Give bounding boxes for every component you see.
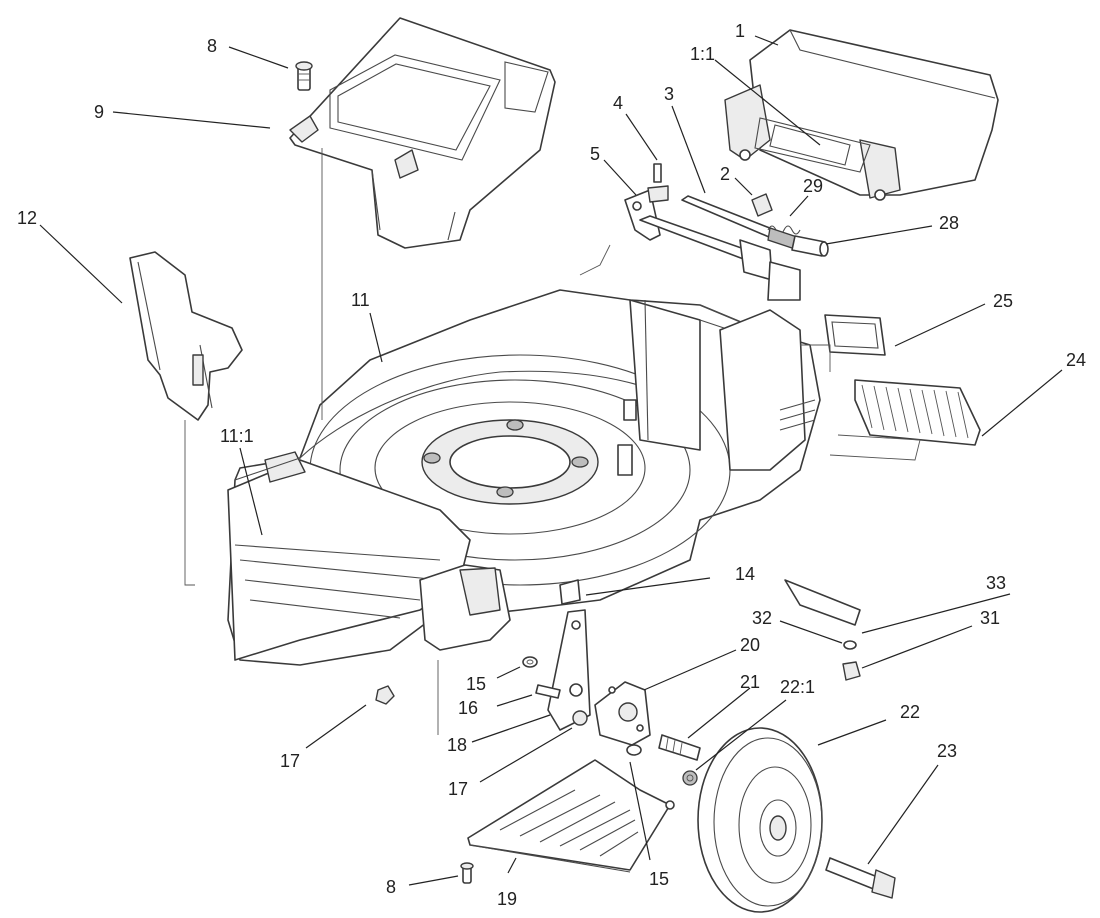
callout-15-lower: 15 bbox=[649, 869, 669, 889]
part-32-washer bbox=[843, 640, 857, 650]
part-8-bolt-top bbox=[295, 61, 313, 91]
callout-14: 14 bbox=[735, 564, 755, 584]
callout-1-1: 1:1 bbox=[690, 44, 715, 64]
callout-28: 28 bbox=[939, 213, 959, 233]
part-8-bolt-bottom bbox=[460, 862, 474, 884]
part-21-axle-bolt bbox=[658, 734, 701, 761]
callout-17-left: 17 bbox=[280, 751, 300, 771]
part-17-nut-left bbox=[375, 685, 395, 705]
callout-22-1: 22:1 bbox=[780, 677, 815, 697]
part-22-wheel bbox=[697, 727, 823, 913]
part-28-pin bbox=[791, 235, 829, 257]
callout-29: 29 bbox=[803, 176, 823, 196]
part-31-nut bbox=[842, 661, 861, 681]
callout-24: 24 bbox=[1066, 350, 1086, 370]
part-11-mower-deck bbox=[227, 289, 821, 666]
callout-19: 19 bbox=[497, 889, 517, 909]
callout-11: 11 bbox=[351, 290, 370, 310]
callout-32: 32 bbox=[752, 608, 772, 628]
part-24-rear-plate bbox=[854, 379, 981, 446]
callout-5: 5 bbox=[590, 144, 600, 164]
part-14-clip bbox=[559, 579, 581, 605]
callout-18: 18 bbox=[447, 735, 467, 755]
part-23-wheel-bolt bbox=[825, 857, 896, 899]
part-4-screw bbox=[647, 163, 669, 203]
callout-21: 21 bbox=[740, 672, 760, 692]
part-15-washer-lower bbox=[626, 744, 642, 756]
callout-16: 16 bbox=[458, 698, 478, 718]
callout-2: 2 bbox=[720, 164, 730, 184]
part-20-wheel-mount bbox=[594, 681, 651, 746]
part-12-side-plate bbox=[129, 251, 243, 421]
part-25-handle-cap bbox=[824, 314, 886, 356]
part-17-nut-center bbox=[572, 710, 588, 726]
part-9-rear-door bbox=[289, 17, 556, 249]
part-15-washer-upper bbox=[522, 656, 538, 668]
callout-9: 9 bbox=[94, 102, 104, 122]
callout-25: 25 bbox=[993, 291, 1013, 311]
part-1-grass-bag bbox=[724, 29, 999, 201]
callout-22: 22 bbox=[900, 702, 920, 722]
part-22-1-bearing bbox=[682, 770, 698, 786]
leader-lines bbox=[39, 35, 1063, 886]
hinge-posts bbox=[739, 239, 801, 301]
callout-12: 12 bbox=[17, 208, 37, 228]
callout-8-top: 8 bbox=[207, 36, 217, 56]
callout-15-upper: 15 bbox=[466, 674, 486, 694]
part-33-plate bbox=[784, 579, 861, 626]
part-19-rear-skirt bbox=[467, 759, 675, 873]
callout-20: 20 bbox=[740, 635, 760, 655]
callout-17-center: 17 bbox=[448, 779, 468, 799]
callout-23: 23 bbox=[937, 741, 957, 761]
callout-labels: 1 1:1 2 3 4 5 8 8 9 11 11:1 12 14 15 15 … bbox=[17, 21, 1086, 909]
callout-31: 31 bbox=[980, 608, 1000, 628]
part-16-pin bbox=[535, 684, 561, 699]
callout-4: 4 bbox=[613, 93, 623, 113]
callout-11-1: 11:1 bbox=[220, 426, 254, 446]
part-2-clip bbox=[751, 193, 773, 217]
callout-3: 3 bbox=[664, 84, 674, 104]
callout-1: 1 bbox=[735, 21, 745, 41]
callout-8-bottom: 8 bbox=[386, 877, 396, 897]
alignment-lines bbox=[184, 148, 921, 735]
callout-33: 33 bbox=[986, 573, 1006, 593]
